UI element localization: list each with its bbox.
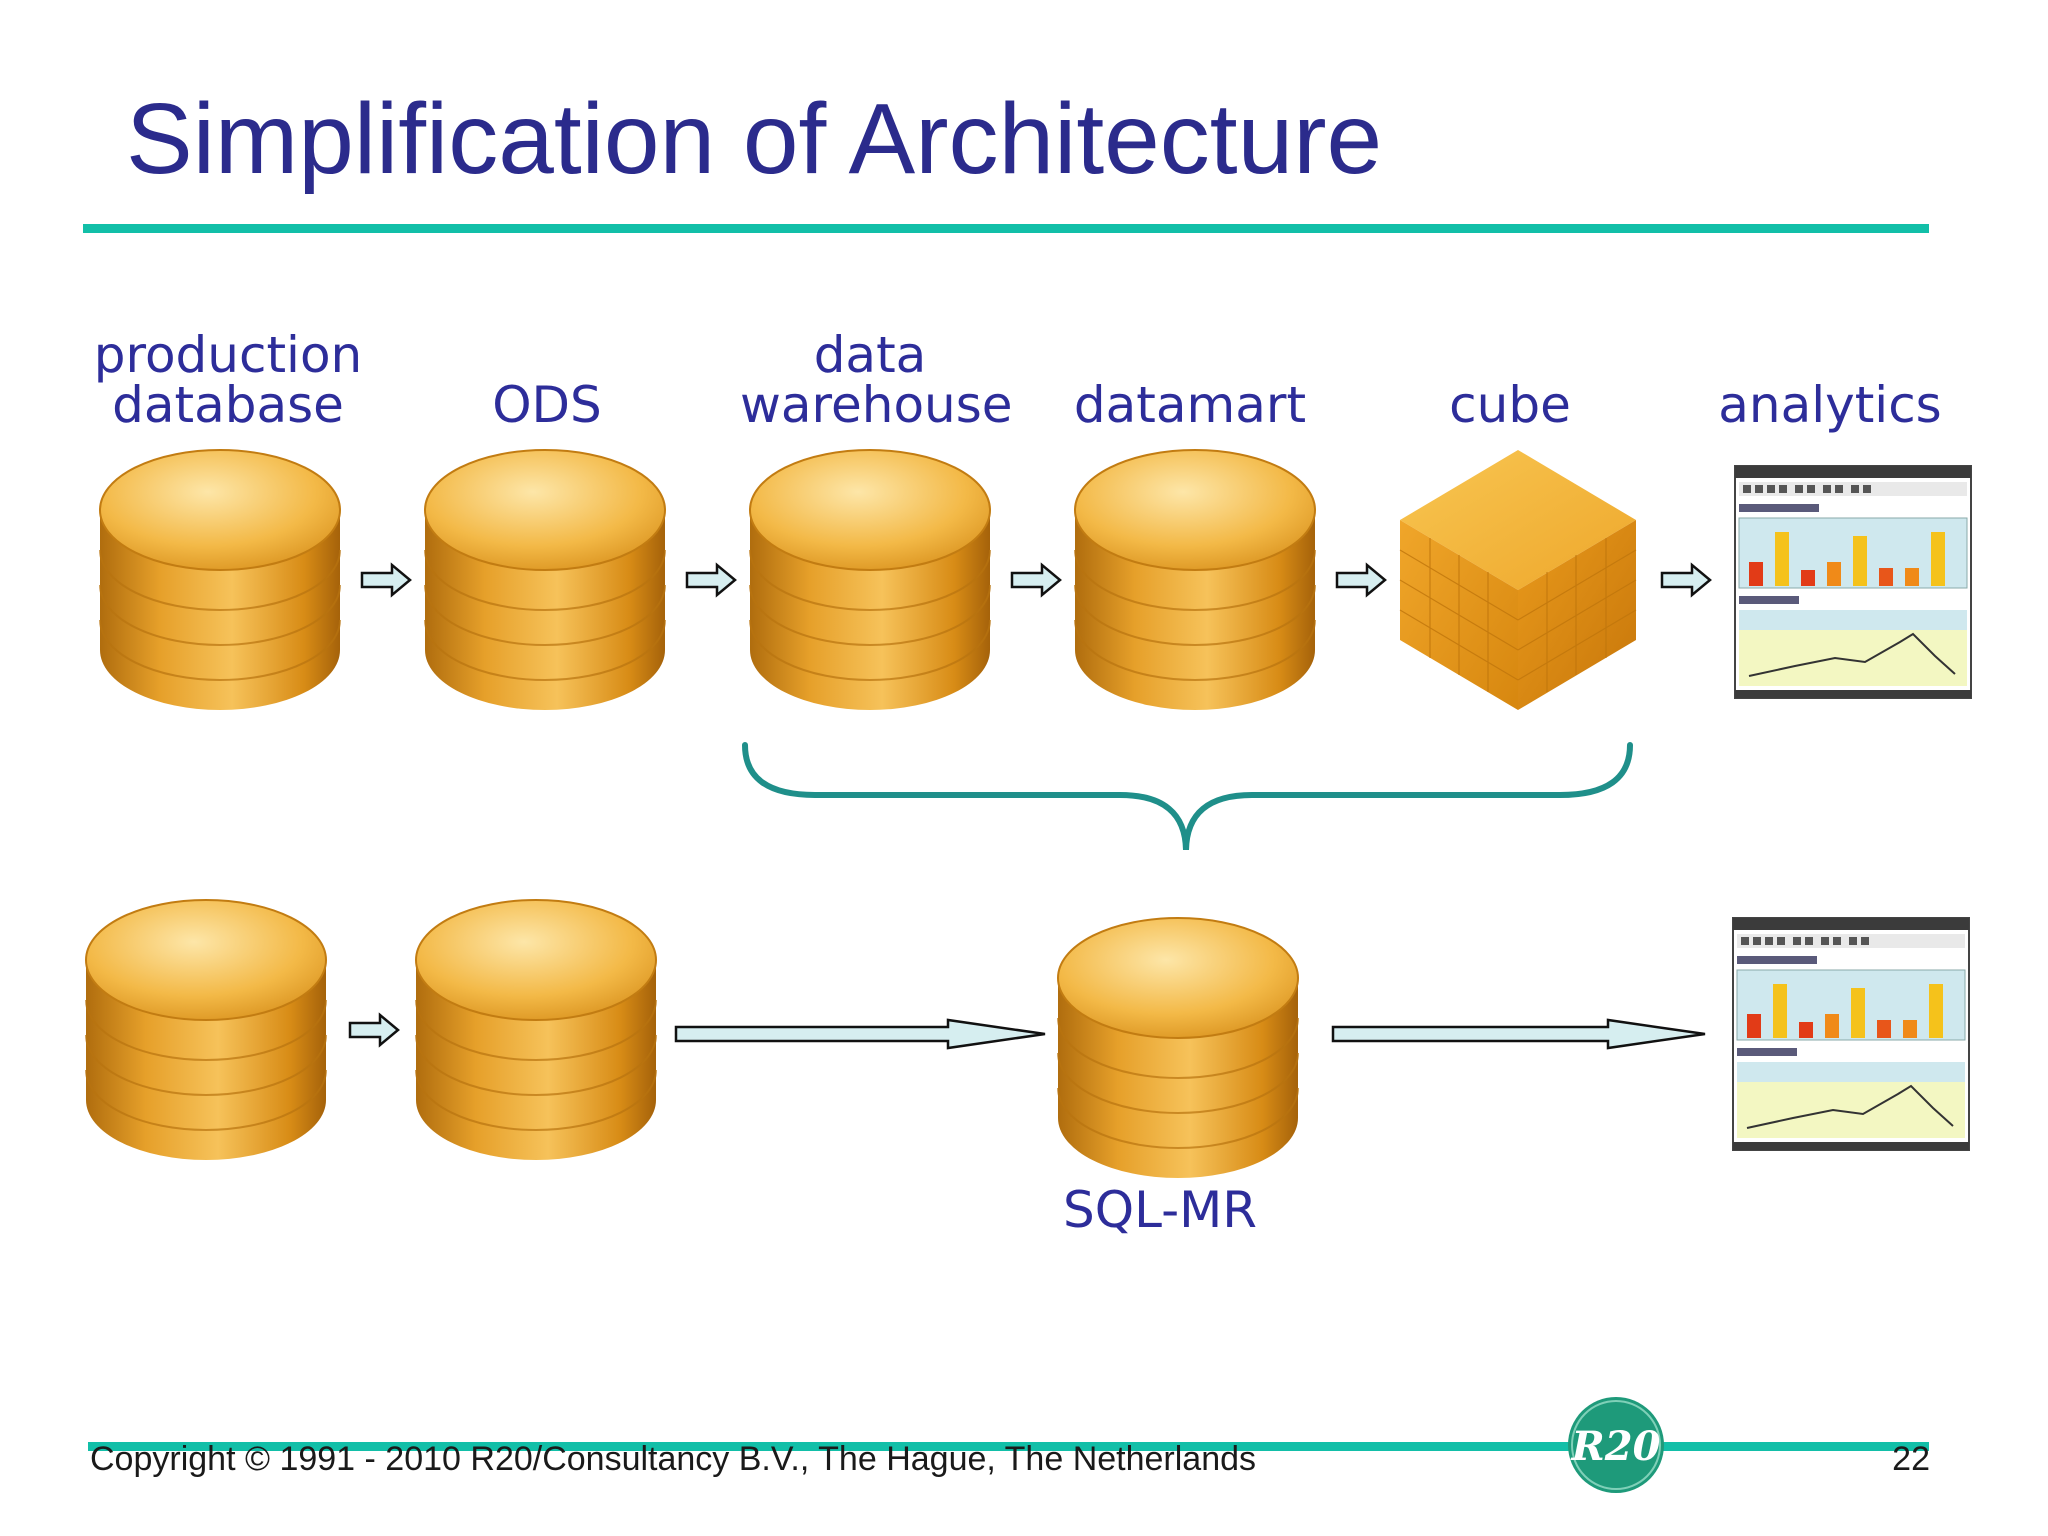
label-analytics: analytics: [1718, 376, 1942, 434]
arrow-right-icon: [360, 563, 412, 597]
arrow-right-icon: [1010, 563, 1062, 597]
label-data-warehouse: data warehouse: [740, 326, 1013, 434]
arrow-right-icon: [685, 563, 737, 597]
page-number: 22: [1892, 1440, 1930, 1478]
label-production-database: production database: [93, 326, 363, 434]
title-divider: [83, 224, 1929, 233]
copyright-text: Copyright © 1991 - 2010 R20/Consultancy …: [90, 1440, 1257, 1478]
sql-mr-database-icon: [1057, 917, 1299, 1179]
slide-title: Simplification of Architecture: [126, 83, 1383, 195]
analytics-dashboard-icon: [1732, 917, 1970, 1151]
datamart-database-icon: [1074, 449, 1316, 711]
production-database-icon: [99, 449, 341, 711]
analytics-dashboard-icon: [1734, 465, 1972, 699]
curly-brace: [742, 742, 1633, 851]
r20-logo: R20: [1568, 1397, 1664, 1493]
cube-icon: [1399, 450, 1637, 710]
long-arrow-right: [1331, 1018, 1706, 1050]
arrow-right-icon: [1335, 563, 1387, 597]
data-warehouse-database-icon: [749, 449, 991, 711]
label-sql-mr: SQL-MR: [1063, 1181, 1257, 1239]
long-arrow-right: [674, 1018, 1046, 1050]
footer-divider: [88, 1442, 1929, 1451]
label-cube: cube: [1449, 376, 1571, 434]
ods-database-icon: [424, 449, 666, 711]
arrow-right-icon: [348, 1013, 400, 1047]
production-database-icon: [85, 899, 327, 1161]
logo-text: R20: [1571, 1423, 1661, 1470]
label-datamart: datamart: [1073, 376, 1307, 434]
label-ods: ODS: [492, 376, 602, 434]
ods-database-icon: [415, 899, 657, 1161]
arrow-right-icon: [1660, 563, 1712, 597]
